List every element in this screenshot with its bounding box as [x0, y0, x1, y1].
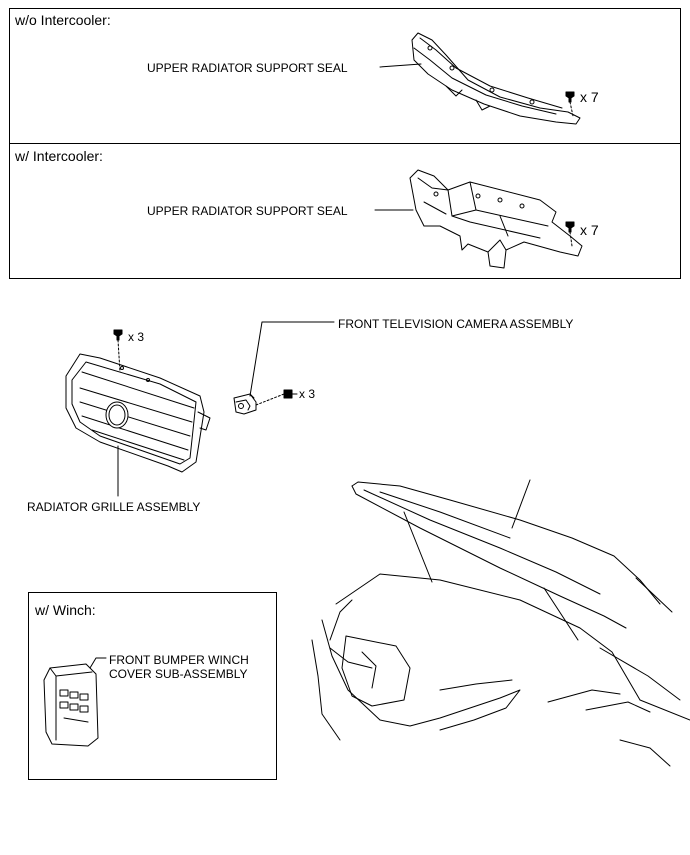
upper-radiator-support-seal-plain [412, 33, 580, 124]
front-bumper-winch-cover-illustration [44, 664, 98, 746]
vehicle-front-illustration [312, 480, 690, 766]
bolt-icon [284, 390, 297, 398]
header-with-intercooler: w/ Intercooler: [15, 148, 103, 164]
screw-icon [114, 330, 122, 372]
leader-winch-cover [90, 658, 106, 668]
qty-seal-clips-2: x 7 [580, 222, 599, 238]
qty-seal-clips-1: x 7 [580, 89, 599, 105]
leader-seal-1 [380, 64, 421, 67]
qty-grille-screws: x 3 [128, 330, 145, 344]
clip-icon [566, 92, 574, 116]
front-television-camera-illustration [234, 394, 256, 414]
leader-camera [250, 322, 334, 396]
header-without-intercooler: w/o Intercooler: [15, 12, 111, 28]
label-radiator-grille-assembly: RADIATOR GRILLE ASSEMBLY [27, 500, 201, 514]
radiator-grille-illustration [66, 354, 210, 472]
clip-icon [566, 222, 574, 246]
label-winch-cover-line1: FRONT BUMPER WINCH [109, 653, 249, 667]
qty-camera-bolts: x 3 [299, 387, 316, 401]
label-winch-cover-line2: COVER SUB-ASSEMBLY [109, 667, 248, 681]
header-with-winch: w/ Winch: [35, 602, 96, 618]
label-upper-radiator-support-seal-2: UPPER RADIATOR SUPPORT SEAL [147, 204, 348, 218]
bolt-path [256, 394, 284, 405]
label-upper-radiator-support-seal-1: UPPER RADIATOR SUPPORT SEAL [147, 61, 348, 75]
panel-with-winch [28, 592, 277, 780]
upper-radiator-support-seal-intercooler [410, 170, 582, 268]
label-front-television-camera-assembly: FRONT TELEVISION CAMERA ASSEMBLY [338, 317, 574, 331]
panel-with-intercooler [9, 143, 681, 279]
